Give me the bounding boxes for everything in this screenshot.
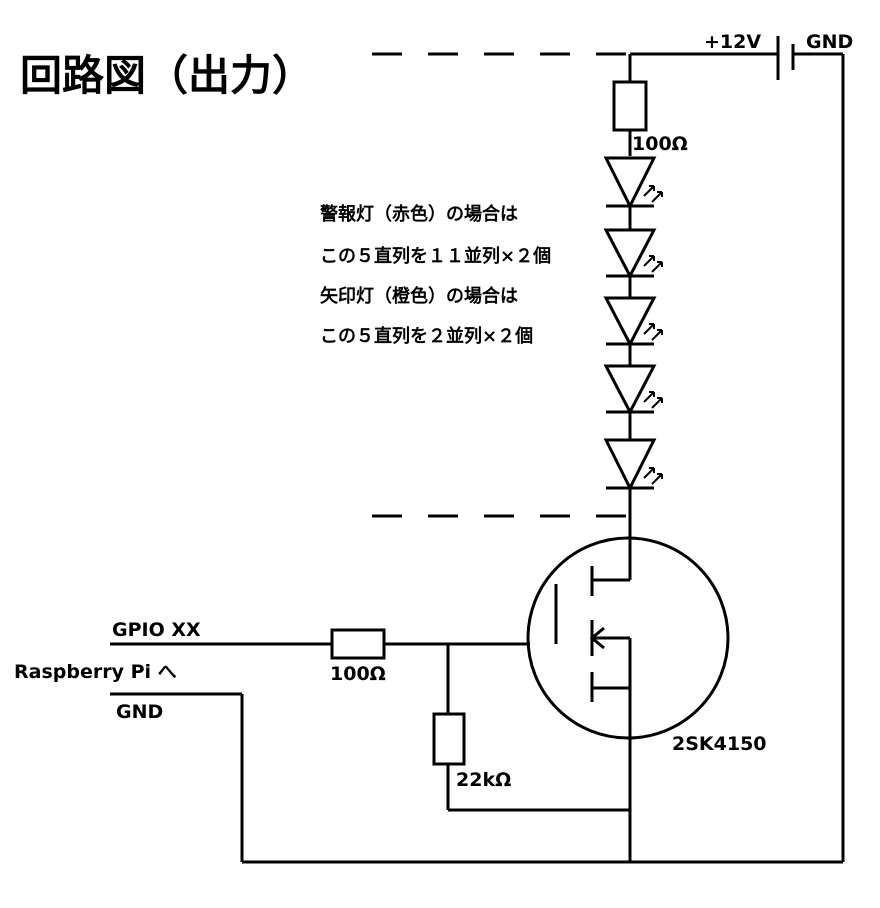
gate-resistor [330,628,386,660]
led-2 [603,228,663,280]
note-line-2: この５直列を１１並列×２個 [320,245,551,267]
note-line-1: 警報灯（赤色）の場合は [320,203,518,225]
mosfet-label: 2SK4150 [672,733,767,755]
led-resistor-label: 100Ω [632,133,688,155]
led-string [603,156,663,492]
gpio-label: GPIO XX [112,619,201,641]
led-resistor [612,80,648,132]
pulldown-resistor [432,712,466,766]
led-3 [603,296,663,348]
led-1 [603,156,663,210]
power-ground-label: GND [806,31,853,53]
mosfet [526,536,730,740]
raspberry-pi-label: Raspberry Pi へ [14,661,177,683]
gnd-left-label: GND [116,701,163,723]
note-line-3: 矢印灯（橙色）の場合は [320,285,518,307]
power-positive-label: +12V [704,31,761,53]
led-4 [603,364,663,416]
led-5 [603,438,663,492]
page-title: 回路図（出力） [20,51,314,100]
note-line-4: この５直列を２並列×２個 [320,325,533,347]
gate-resistor-label: 100Ω [330,663,386,685]
pulldown-resistor-label: 22kΩ [456,769,511,791]
